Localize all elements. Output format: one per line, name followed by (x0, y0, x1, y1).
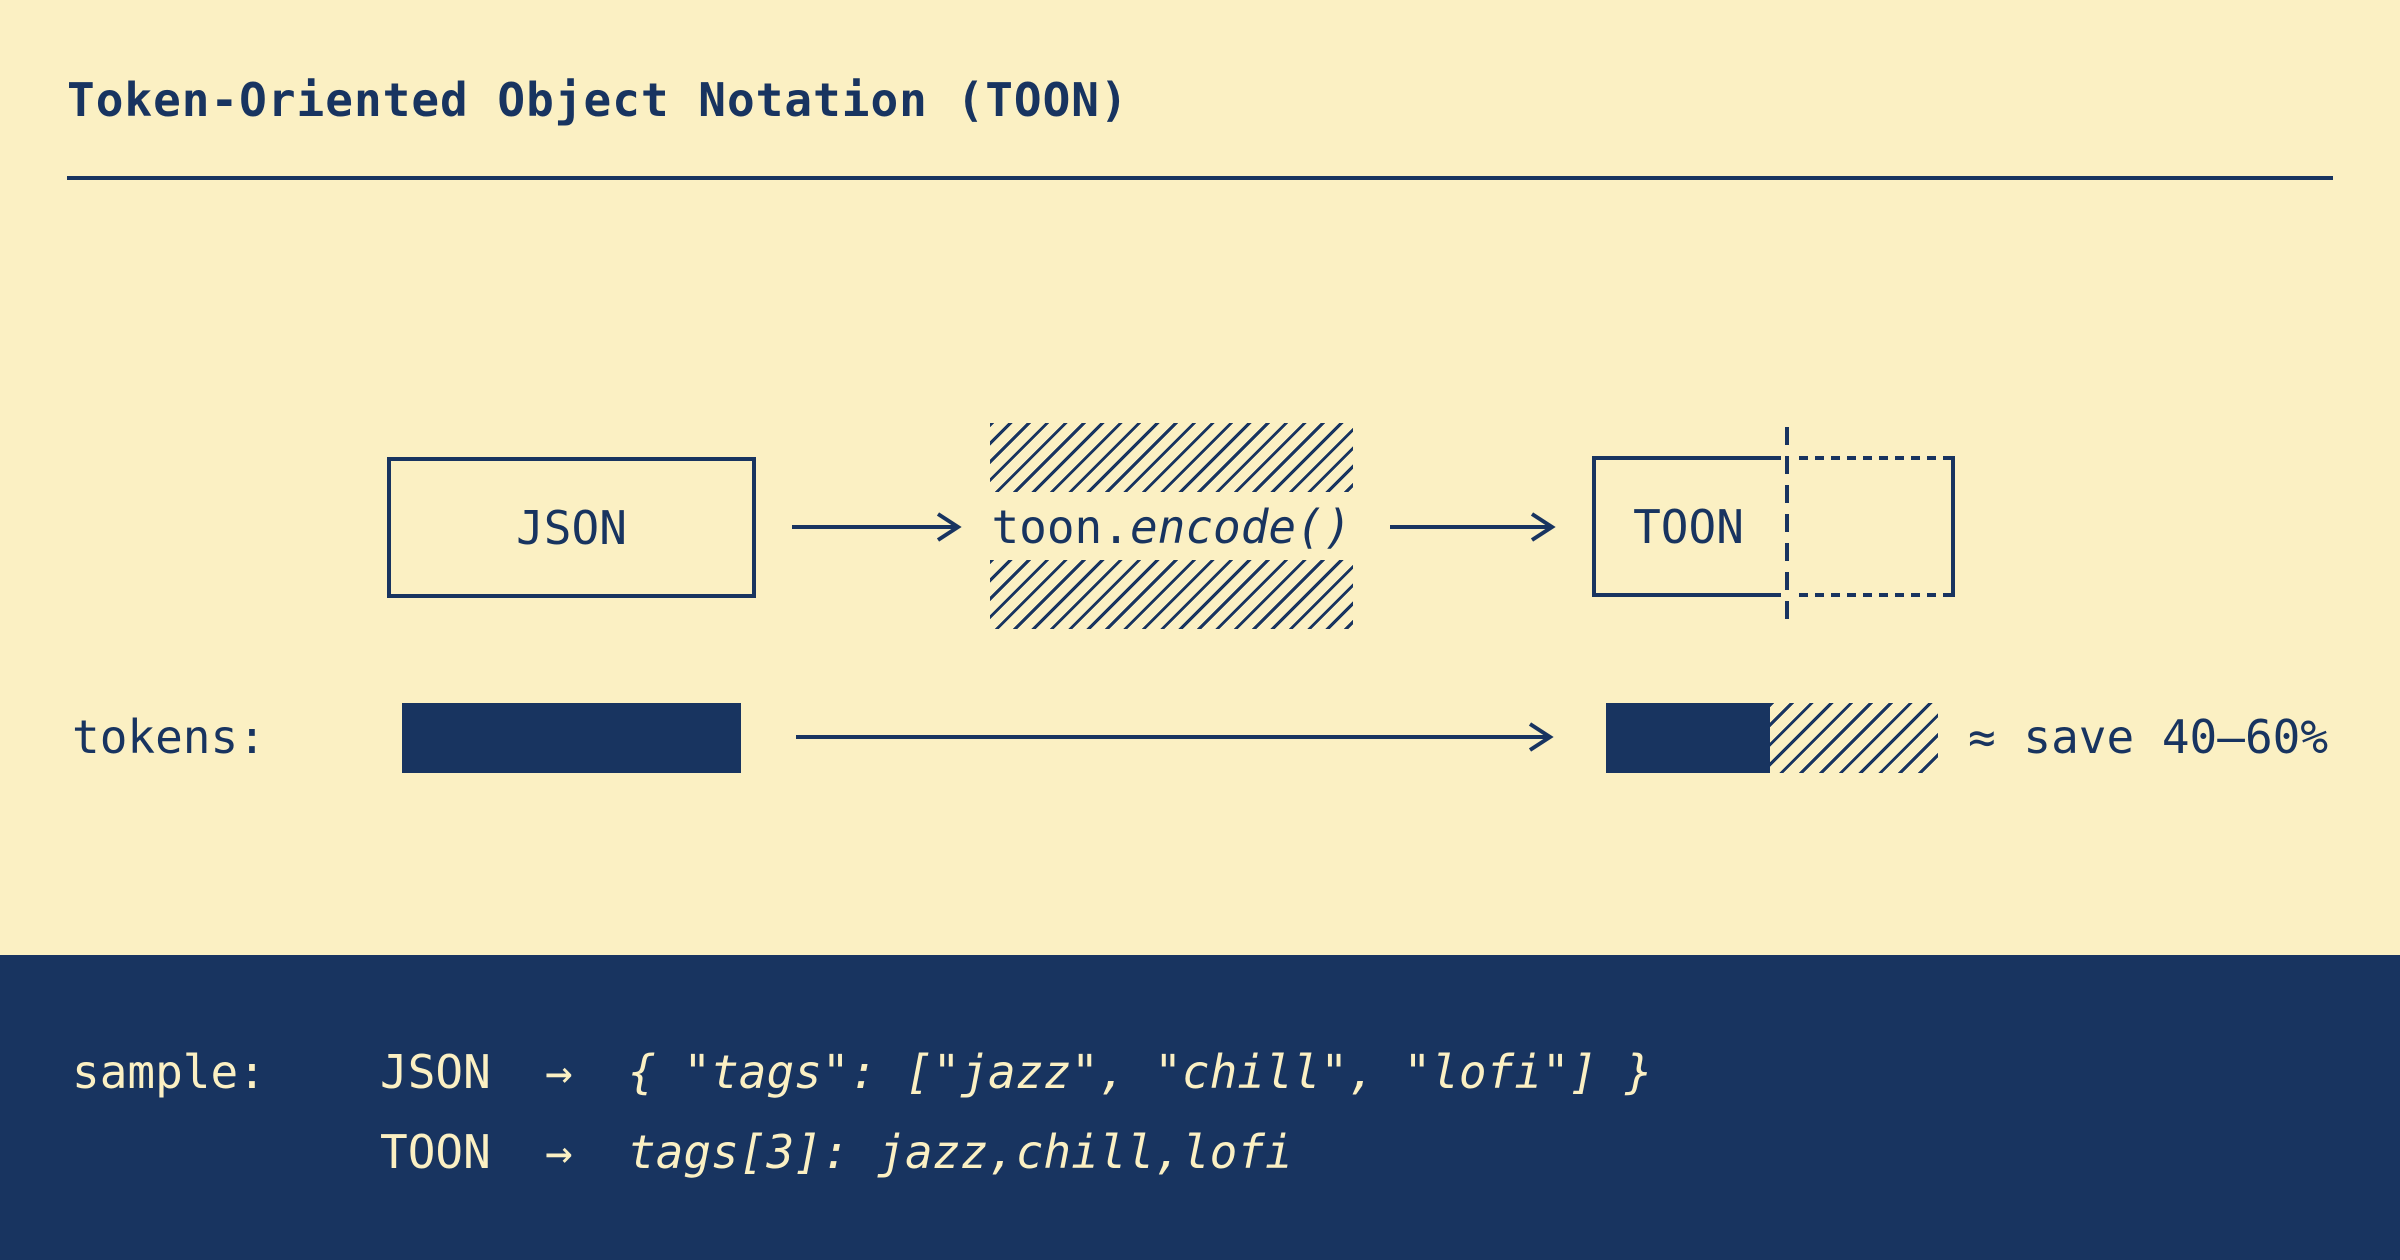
right-arrow-icon: → (545, 1125, 573, 1179)
encoder-label: toon.encode() (990, 499, 1353, 555)
toon-token-bar (1606, 703, 1770, 773)
sample-row-toon-format: TOON (380, 1125, 491, 1179)
encoder-hatch-bottom (990, 560, 1353, 629)
tokens-arrow-icon (796, 722, 1554, 752)
tokens-label: tokens: (72, 710, 266, 764)
title-divider (67, 176, 2333, 180)
page-title: Token-Oriented Object Notation (TOON) (67, 73, 1129, 127)
sample-panel: sample: JSON → { "tags": ["jazz", "chill… (0, 955, 2400, 1260)
sample-label: sample: (72, 1045, 266, 1099)
saved-token-hatch (1770, 703, 1938, 773)
arrow-json-to-encoder-icon (792, 512, 962, 542)
sample-row-json-code: { "tags": ["jazz", "chill", "lofi"] } (628, 1045, 1653, 1099)
sample-row-json-format: JSON (380, 1045, 491, 1099)
encoder-prefix: toon. (991, 500, 1130, 554)
encoder-call: encode() (1129, 500, 1352, 554)
savings-note: ≈ save 40–60% (1968, 710, 2329, 764)
toon-box: TOON (1592, 456, 1781, 597)
json-token-bar (402, 703, 741, 773)
sample-row-toon-code: tags[3]: jazz,chill,lofi (628, 1125, 1293, 1179)
json-box: JSON (387, 457, 756, 598)
encoder-hatch-top (990, 423, 1353, 492)
arrow-encoder-to-toon-icon (1390, 512, 1556, 542)
saved-size-ghost-box (1799, 456, 1955, 597)
right-arrow-icon: → (545, 1045, 573, 1099)
cut-line (1785, 427, 1789, 623)
json-box-label: JSON (516, 500, 627, 555)
toon-box-label: TOON (1633, 499, 1744, 554)
